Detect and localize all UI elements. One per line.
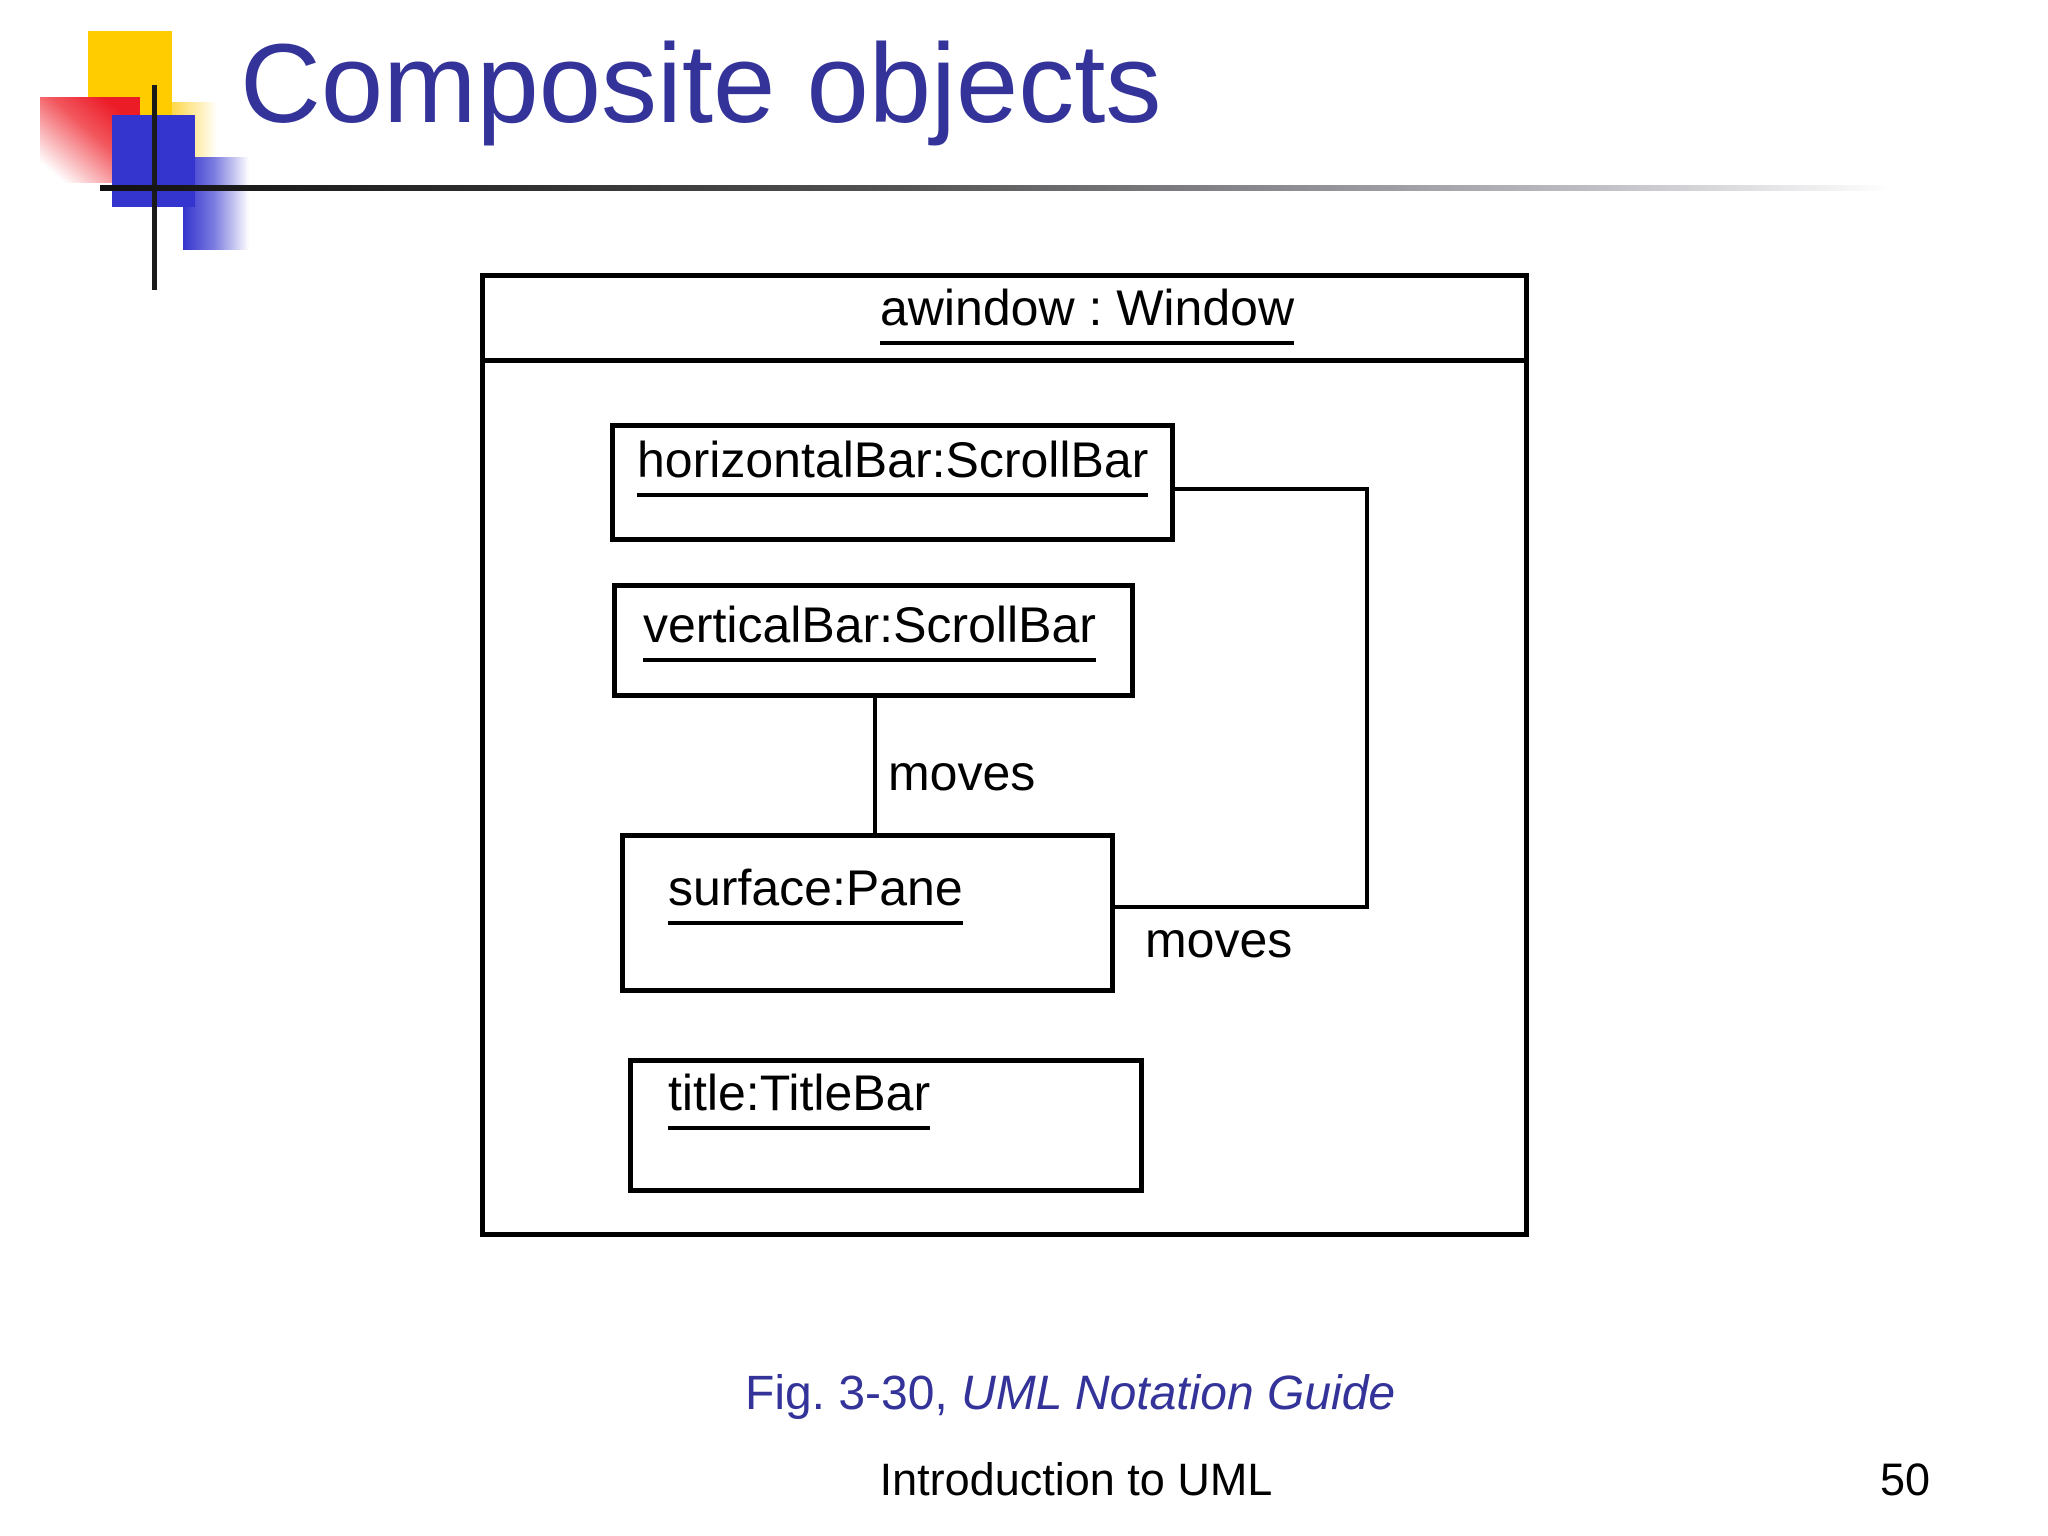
- object-box-titlebar: [628, 1058, 1144, 1193]
- link-label-moves-vertical: moves: [888, 745, 1036, 801]
- connector-horizontalbar-surface-side: [1365, 487, 1369, 909]
- page-number: 50: [1880, 1454, 1931, 1505]
- caption-prefix: Fig. 3-30,: [745, 1367, 962, 1420]
- caption-source: UML Notation Guide: [961, 1367, 1396, 1420]
- link-label-moves-horizontal: moves: [1145, 912, 1293, 968]
- title-rule: [100, 185, 1910, 191]
- figure-caption: Fig. 3-30, UML Notation Guide: [745, 1368, 1395, 1420]
- footer-title: Introduction to UML: [879, 1454, 1273, 1505]
- object-box-surface: [620, 833, 1115, 993]
- connector-verticalbar-surface: [873, 698, 877, 835]
- object-label-verticalbar: verticalBar:ScrollBar: [643, 600, 1096, 662]
- window-object-label: awindow : Window: [880, 283, 1295, 345]
- object-label-horizontalbar: horizontalBar:ScrollBar: [637, 435, 1149, 497]
- connector-horizontalbar-surface-bottom: [1115, 905, 1369, 909]
- object-label-titlebar: title:TitleBar: [668, 1068, 931, 1130]
- connector-horizontalbar-surface-top: [1175, 487, 1369, 491]
- window-object-label-text: awindow : Window: [880, 283, 1295, 345]
- object-box-horizontalbar: [610, 423, 1175, 542]
- page-title: Composite objects: [240, 21, 1162, 146]
- object-label-surface: surface:Pane: [668, 863, 963, 925]
- window-object-header-divider: [484, 358, 1525, 363]
- object-box-verticalbar: [612, 583, 1135, 698]
